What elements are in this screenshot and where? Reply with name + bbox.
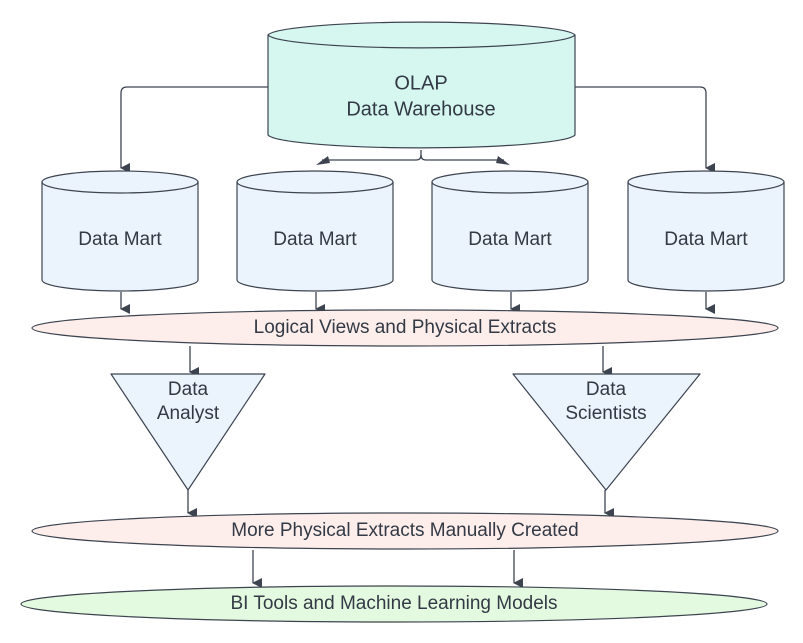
edge-warehouse-to-mart-1: [120, 86, 268, 173]
logical-views-ellipse: [31, 309, 779, 347]
data-analyst-label-line2: Analyst: [157, 403, 220, 424]
manual-extracts-label: More Physical Extracts Manually Created: [231, 520, 578, 541]
data-scientists-triangle: [512, 373, 701, 491]
warehouse-top-rim: [267, 34, 576, 49]
data-mart-top-rim: [41, 181, 199, 194]
arrowhead-mart-3: [496, 156, 510, 165]
data-mart-1[interactable]: Data Mart: [41, 170, 199, 292]
bi-tools-ellipse: [20, 585, 768, 623]
bi-tools-label: BI Tools and Machine Learning Models: [230, 593, 557, 614]
data-mart-3[interactable]: Data Mart: [431, 170, 589, 292]
data-scientists-label-line2: Scientists: [565, 403, 646, 424]
data-mart-label: Data Mart: [468, 229, 552, 250]
data-analyst-node[interactable]: Data Analyst: [110, 373, 266, 491]
data-mart-top-rim: [627, 181, 785, 194]
data-mart-top-rim: [431, 181, 589, 194]
data-mart-cylinder: [41, 170, 199, 292]
data-mart-cylinder: [627, 170, 785, 292]
warehouse-label-line1: OLAP: [394, 72, 447, 94]
data-mart-cylinder: [236, 170, 394, 292]
data-mart-cylinder: [431, 170, 589, 292]
logical-views-node[interactable]: Logical Views and Physical Extracts: [31, 309, 779, 347]
warehouse-cylinder: [267, 21, 576, 149]
data-mart-2[interactable]: Data Mart: [236, 170, 394, 292]
edge-warehouse-to-mart-3: [420, 154, 504, 161]
data-mart-label: Data Mart: [78, 229, 162, 250]
manual-extracts-node[interactable]: More Physical Extracts Manually Created: [31, 512, 779, 550]
edge-warehouse-to-mart-2: [322, 150, 422, 161]
data-scientists-label-line1: Data: [586, 379, 627, 400]
data-scientists-node[interactable]: Data Scientists: [512, 373, 701, 491]
warehouse-label-line2: Data Warehouse: [346, 98, 495, 120]
logical-views-label: Logical Views and Physical Extracts: [254, 317, 557, 338]
data-mart-label: Data Mart: [273, 229, 357, 250]
edge-warehouse-to-mart-4: [575, 86, 715, 173]
manual-extracts-ellipse: [31, 512, 779, 550]
data-mart-label: Data Mart: [664, 229, 748, 250]
data-mart-4[interactable]: Data Mart: [627, 170, 785, 292]
bi-tools-node[interactable]: BI Tools and Machine Learning Models: [20, 585, 768, 623]
arrowhead-mart-2: [316, 156, 330, 165]
data-analyst-triangle: [110, 373, 266, 491]
warehouse-node[interactable]: OLAP Data Warehouse: [267, 21, 576, 149]
data-mart-top-rim: [236, 181, 394, 194]
edges: [120, 86, 715, 588]
data-analyst-label-line1: Data: [168, 379, 209, 400]
